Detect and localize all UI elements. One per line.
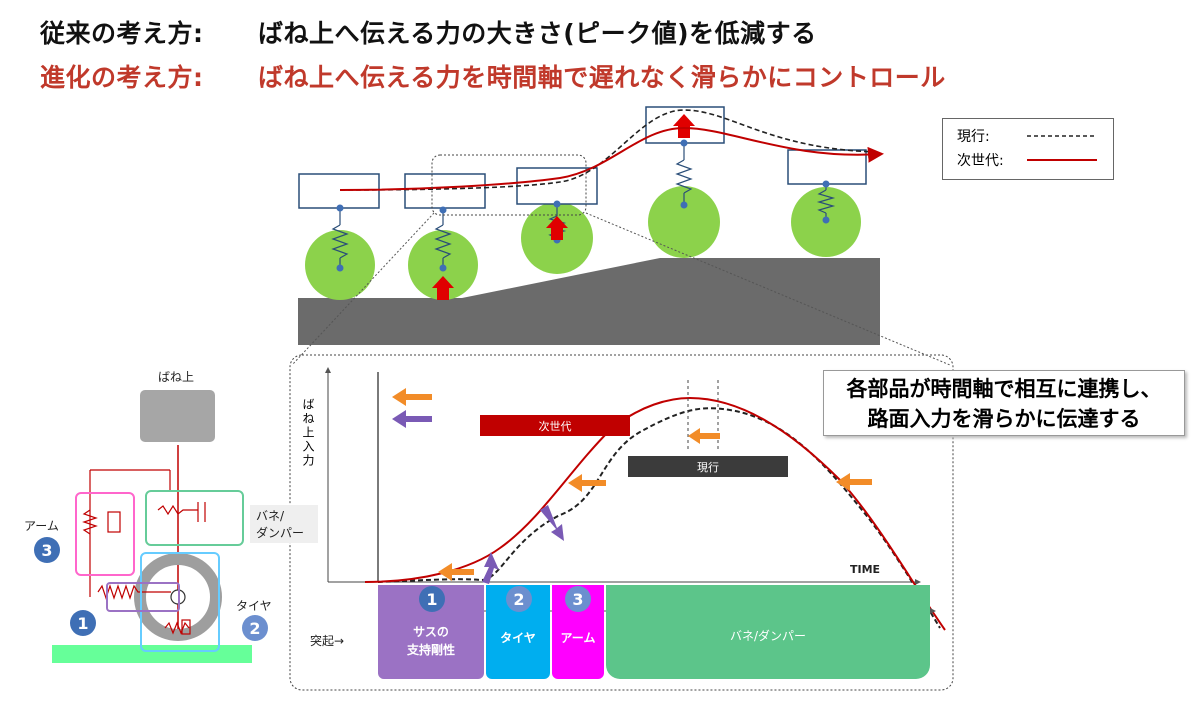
- wheel-unit-5: [787, 149, 867, 257]
- segment-spring-damper: バネ/ダンパー: [606, 585, 930, 679]
- next-gen-response-curve: [364, 396, 946, 631]
- orange-arrow-3: [836, 473, 872, 491]
- road-slope: [298, 258, 880, 345]
- spring-damper-label1: バネ/: [256, 509, 285, 523]
- current-response-curve: [377, 407, 941, 629]
- chart-ylabel: ばね上入力: [301, 398, 315, 468]
- next-gen-bar: 次世代: [480, 415, 630, 436]
- current-trajectory-line: [339, 109, 881, 191]
- segment-sus-label2: 支持剛性: [406, 643, 455, 657]
- arm-label: アーム: [24, 519, 59, 533]
- timeline-start-label: 突起→: [310, 634, 345, 648]
- wheel-unit-2: [404, 173, 486, 300]
- legend-box: 現行: 次世代:: [942, 118, 1114, 180]
- purple-arrow-2: [482, 552, 499, 584]
- title-conventional-label: 従来の考え方:: [40, 19, 204, 48]
- current-bar: 現行: [628, 456, 788, 477]
- tire-badge: 2: [242, 615, 268, 641]
- callout-line1: 各部品が時間軸で相互に連携し、: [846, 377, 1162, 401]
- segment-sus-label1: サスの: [413, 625, 449, 639]
- arm-badge: 3: [34, 537, 60, 563]
- spring-damper-label-bg: [250, 505, 318, 543]
- tire-box: [140, 552, 220, 652]
- title-evolved-label: 進化の考え方:: [40, 63, 204, 92]
- legend-current-line: [1027, 135, 1097, 137]
- wheel-unit-4: [645, 106, 725, 258]
- spring-damper-box: [145, 490, 244, 546]
- orange-arrow-legend: [392, 388, 432, 406]
- next-gen-trajectory-line: [339, 126, 884, 191]
- title-evolved-text: ばね上へ伝える力を時間軸で遅れなく滑らかにコントロール: [258, 63, 946, 92]
- purple-arrow-legend: [392, 410, 432, 428]
- spring-damper-label2: ダンパー: [256, 526, 305, 540]
- orange-arrow-2: [688, 428, 720, 444]
- legend-current: 現行:: [957, 127, 1097, 145]
- title-conventional-text: ばね上へ伝える力の大きさ(ピーク値)を低減する: [258, 19, 817, 48]
- wheel-unit-1: [298, 173, 380, 300]
- title-conventional: 従来の考え方: ばね上へ伝える力の大きさ(ピーク値)を低減する: [40, 14, 817, 50]
- tire-label: タイヤ: [236, 599, 272, 613]
- support-badge: 1: [70, 610, 96, 636]
- segment-tire-label: タイヤ: [500, 631, 536, 645]
- sprung-mass-block: [140, 390, 215, 442]
- legend-current-label: 現行:: [957, 129, 990, 145]
- wheel-unit-3: [516, 167, 598, 274]
- arm-box: [75, 492, 135, 576]
- zoom-frame-small: [431, 154, 587, 216]
- callout-line2: 路面入力を滑らかに伝達する: [867, 407, 1141, 431]
- suspension-schematic: [52, 445, 252, 663]
- legend-next-gen-label: 次世代:: [957, 153, 1004, 169]
- segment-badge-2: 2: [506, 586, 532, 612]
- segment-damper-label: バネ/ダンパー: [729, 629, 807, 643]
- title-evolved: 進化の考え方: ばね上へ伝える力を時間軸で遅れなく滑らかにコントロール: [40, 58, 946, 94]
- orange-arrow-1: [568, 474, 606, 492]
- callout-box: 各部品が時間軸で相互に連携し、 路面入力を滑らかに伝達する: [823, 370, 1185, 436]
- legend-next-gen-line: [1027, 159, 1097, 161]
- orange-arrow-4: [438, 563, 474, 581]
- segment-arm-label: アーム: [560, 631, 596, 645]
- purple-arrow-1: [540, 505, 564, 541]
- sprung-mass-label: ばね上: [158, 370, 195, 384]
- segment-badge-3: 3: [565, 586, 591, 612]
- chart-xlabel: TIME: [850, 563, 881, 576]
- support-box: [106, 582, 180, 612]
- segment-badge-1: 1: [419, 586, 445, 612]
- legend-next-gen: 次世代:: [957, 151, 1097, 169]
